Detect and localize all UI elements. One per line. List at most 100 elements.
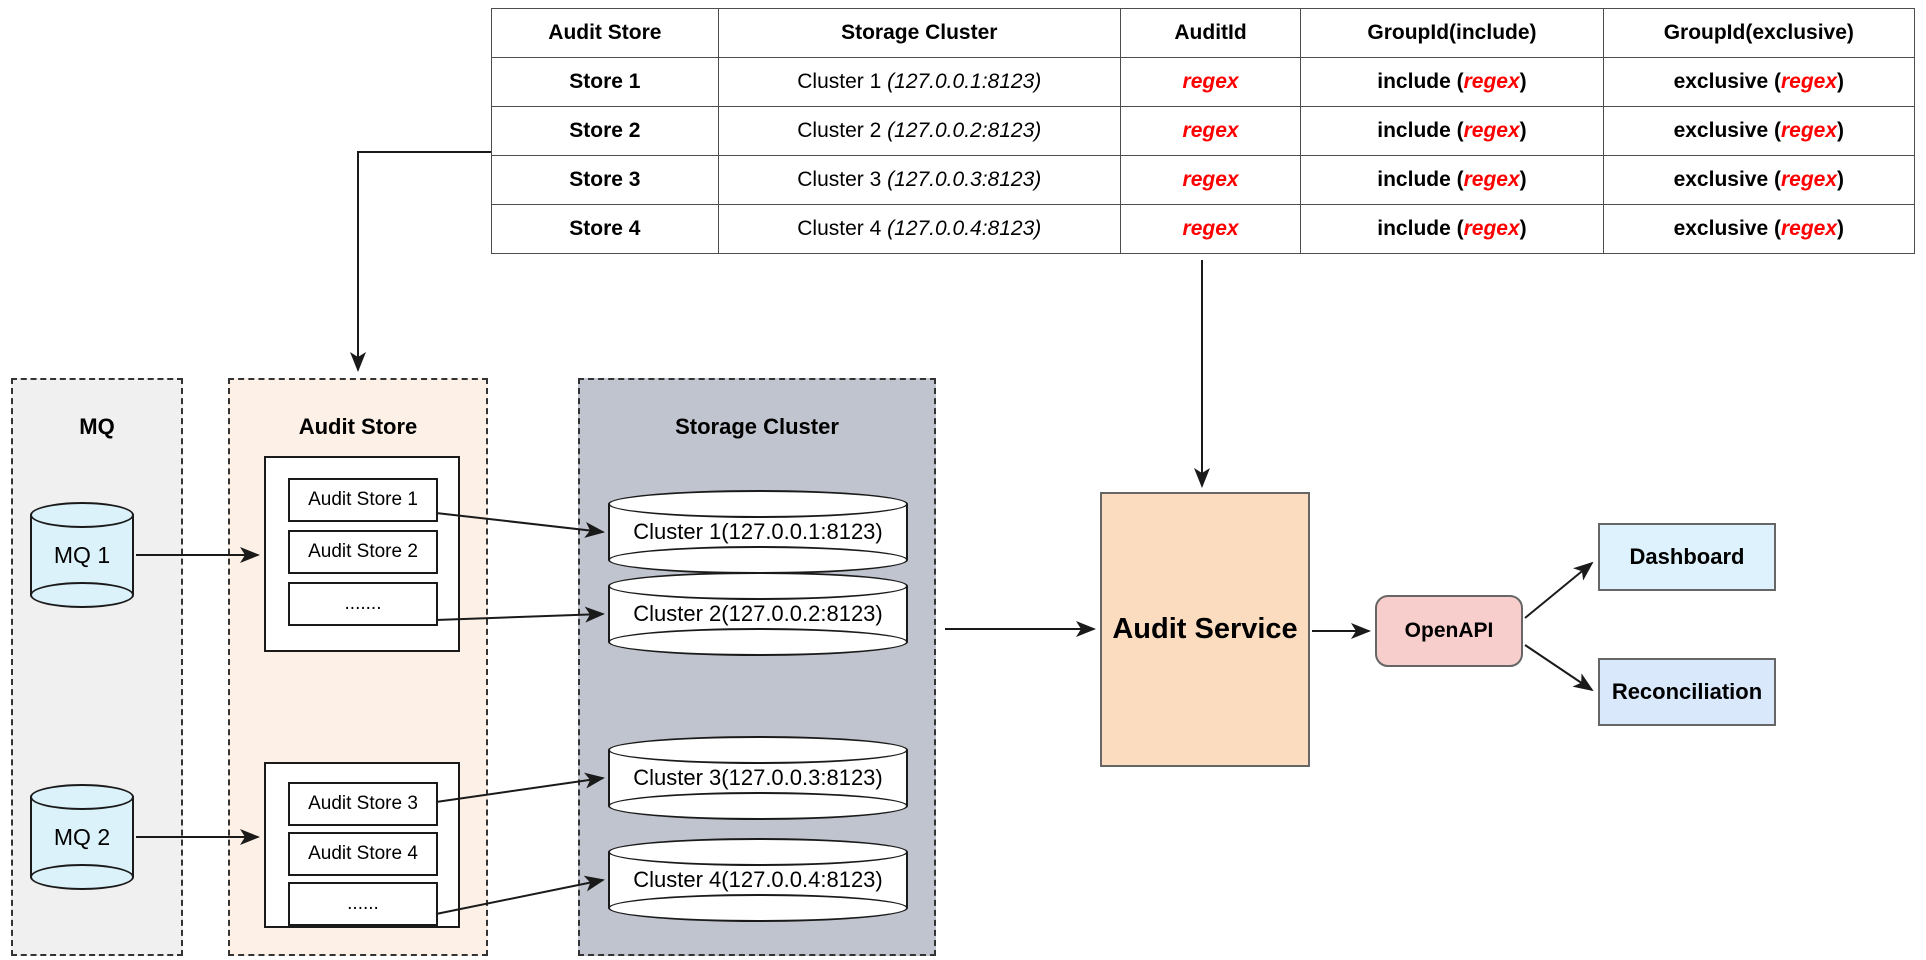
cylinder-top	[608, 572, 908, 600]
include-suffix: )	[1519, 168, 1527, 191]
regex-token: regex	[1182, 70, 1239, 93]
regex-token: regex	[1463, 168, 1520, 191]
audit-store-item: Audit Store 4	[288, 832, 438, 876]
exclusive-prefix: exclusive (	[1673, 119, 1781, 142]
connector-openapi-to-reconciliation	[1524, 644, 1594, 692]
include-prefix: include (	[1377, 70, 1464, 93]
exclusive-prefix: exclusive (	[1673, 217, 1781, 240]
storage-cluster-panel-title: Storage Cluster	[675, 414, 839, 439]
regex-token: regex	[1780, 217, 1838, 240]
cylinder-top	[30, 784, 134, 810]
audit-store-item: Audit Store 2	[288, 530, 438, 574]
storage-cluster-label: Cluster 2(127.0.0.2:8123)	[633, 601, 883, 626]
include-suffix: )	[1519, 70, 1527, 93]
cell-groupid-exclusive: exclusive (regex)	[1602, 204, 1916, 254]
storage-cluster-cylinder-4: Cluster 4(127.0.0.4:8123)	[608, 838, 908, 922]
storage-cluster-label: Cluster 4(127.0.0.4:8123)	[633, 867, 883, 892]
column-header-audit-store: Audit Store	[491, 8, 719, 58]
exclusive-prefix: exclusive (	[1673, 168, 1781, 191]
include-suffix: )	[1519, 119, 1527, 142]
cell-audit-store: Store 4	[491, 204, 719, 254]
table-row: Store 2 Cluster 2 (127.0.0.2:8123) regex…	[491, 106, 1916, 156]
audit-store-item: ......	[288, 882, 438, 926]
cylinder-bottom	[608, 894, 908, 922]
regex-token: regex	[1182, 119, 1239, 142]
openapi-node: OpenAPI	[1375, 595, 1523, 667]
audit-store-panel-title: Audit Store	[298, 414, 418, 439]
cell-groupid-exclusive: exclusive (regex)	[1602, 155, 1916, 205]
regex-token: regex	[1780, 168, 1838, 191]
cell-audit-store: Store 1	[491, 57, 719, 107]
cell-audit-id: regex	[1119, 155, 1302, 205]
cell-groupid-include: include (regex)	[1300, 204, 1604, 254]
connector-table-to-audit-store	[350, 151, 491, 372]
cluster-address: (127.0.0.2:8123)	[887, 119, 1042, 142]
audit-store-group-a: Audit Store 1 Audit Store 2 .......	[264, 456, 460, 652]
audit-service-node: Audit Service	[1100, 492, 1310, 767]
cylinder-top	[608, 838, 908, 866]
exclusive-suffix: )	[1837, 168, 1845, 191]
exclusive-suffix: )	[1837, 119, 1845, 142]
storage-cluster-cylinder-2: Cluster 2(127.0.0.2:8123)	[608, 572, 908, 656]
connector-openapi-to-dashboard	[1524, 561, 1594, 619]
table-header: Audit Store Storage Cluster AuditId Grou…	[491, 8, 1916, 58]
audit-store-item: Audit Store 3	[288, 782, 438, 826]
regex-token: regex	[1780, 119, 1838, 142]
cluster-address: (127.0.0.4:8123)	[887, 217, 1042, 240]
cell-audit-id: regex	[1119, 57, 1302, 107]
audit-config-table: Audit Store Storage Cluster AuditId Grou…	[491, 8, 1916, 254]
cylinder-top	[30, 502, 134, 528]
cylinder-bottom	[30, 864, 134, 890]
cell-audit-id: regex	[1119, 204, 1302, 254]
exclusive-suffix: )	[1837, 217, 1845, 240]
reconciliation-node: Reconciliation	[1598, 658, 1776, 726]
column-header-audit-id: AuditId	[1119, 8, 1302, 58]
cylinder-top	[608, 490, 908, 518]
include-prefix: include (	[1377, 168, 1464, 191]
audit-store-item: Audit Store 1	[288, 478, 438, 522]
mq-panel-title: MQ	[79, 414, 115, 439]
cell-groupid-exclusive: exclusive (regex)	[1602, 106, 1916, 156]
include-prefix: include (	[1377, 217, 1464, 240]
cluster-name: Cluster 4	[797, 217, 882, 240]
dashboard-node: Dashboard	[1598, 523, 1776, 591]
regex-token: regex	[1463, 217, 1520, 240]
cell-audit-store: Store 2	[491, 106, 719, 156]
table-row: Store 4 Cluster 4 (127.0.0.4:8123) regex…	[491, 204, 1916, 254]
cluster-name: Cluster 2	[797, 119, 882, 142]
include-suffix: )	[1519, 217, 1527, 240]
column-header-groupid-include: GroupId(include)	[1300, 8, 1604, 58]
cylinder-bottom	[608, 792, 908, 820]
mq-queue-cylinder-1: MQ 1	[30, 502, 134, 608]
cell-groupid-include: include (regex)	[1300, 106, 1604, 156]
regex-token: regex	[1463, 119, 1520, 142]
regex-token: regex	[1780, 70, 1838, 93]
storage-cluster-label: Cluster 1(127.0.0.1:8123)	[633, 519, 883, 544]
cluster-address: (127.0.0.1:8123)	[887, 70, 1042, 93]
storage-cluster-cylinder-3: Cluster 3(127.0.0.3:8123)	[608, 736, 908, 820]
audit-store-item: .......	[288, 582, 438, 626]
cell-groupid-include: include (regex)	[1300, 57, 1604, 107]
cell-storage-cluster: Cluster 2 (127.0.0.2:8123)	[717, 106, 1121, 156]
table-row: Store 3 Cluster 3 (127.0.0.3:8123) regex…	[491, 155, 1916, 205]
regex-token: regex	[1463, 70, 1520, 93]
cell-storage-cluster: Cluster 1 (127.0.0.1:8123)	[717, 57, 1121, 107]
exclusive-suffix: )	[1837, 70, 1845, 93]
cell-storage-cluster: Cluster 4 (127.0.0.4:8123)	[717, 204, 1121, 254]
column-header-groupid-exclusive: GroupId(exclusive)	[1602, 8, 1916, 58]
mq-queue-cylinder-2: MQ 2	[30, 784, 134, 890]
table-header-row: Audit Store Storage Cluster AuditId Grou…	[491, 8, 1916, 58]
cylinder-bottom	[608, 628, 908, 656]
cylinder-top	[608, 736, 908, 764]
regex-token: regex	[1182, 217, 1239, 240]
storage-cluster-cylinder-1: Cluster 1(127.0.0.1:8123)	[608, 490, 908, 574]
exclusive-prefix: exclusive (	[1673, 70, 1781, 93]
table-row: Store 1 Cluster 1 (127.0.0.1:8123) regex…	[491, 57, 1916, 107]
cell-storage-cluster: Cluster 3 (127.0.0.3:8123)	[717, 155, 1121, 205]
include-prefix: include (	[1377, 119, 1464, 142]
cylinder-bottom	[30, 582, 134, 608]
mq-queue-label: MQ 1	[53, 541, 111, 568]
cluster-name: Cluster 3	[797, 168, 882, 191]
column-header-storage-cluster: Storage Cluster	[717, 8, 1121, 58]
table-body: Store 1 Cluster 1 (127.0.0.1:8123) regex…	[491, 57, 1916, 254]
